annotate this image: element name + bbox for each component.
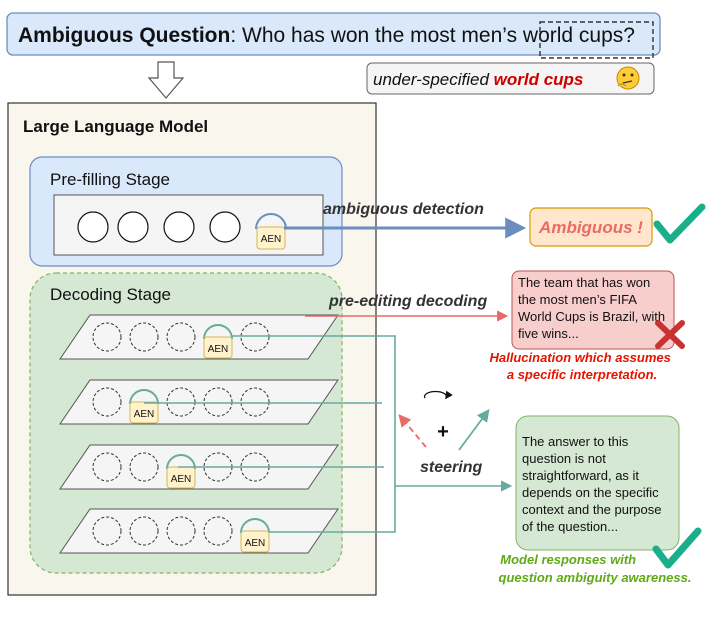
hallucination-text: The team that has won the most men’s FIF… — [518, 275, 669, 341]
aware-line: straightforward, as it — [522, 468, 639, 483]
ambiguous-detection-label: ambiguous detection — [323, 201, 484, 218]
decoding-token — [129, 452, 159, 482]
rotation-icon — [423, 390, 453, 400]
aen-label: AEN — [134, 409, 155, 420]
aen-arc — [129, 389, 159, 405]
cross-icon — [655, 320, 685, 349]
question-text: Ambiguous Question: Who has won the most… — [18, 24, 635, 47]
aware-line: depends on the specific — [522, 485, 659, 500]
down-arrow-icon — [147, 61, 185, 99]
aen-label: AEN — [245, 538, 266, 549]
aen-badge — [129, 401, 159, 424]
prefill-stage-label: Pre-filling Stage — [50, 170, 170, 189]
question-prefix: Ambiguous Question — [18, 24, 230, 47]
decoding-token — [92, 322, 122, 352]
thinking-face-icon — [616, 66, 640, 90]
aware-line: The answer to this — [522, 434, 629, 449]
decoding-stage-label: Decoding Stage — [50, 285, 171, 304]
ambiguous-box — [529, 207, 653, 247]
decoding-token — [166, 516, 196, 546]
highlight-frame — [539, 21, 654, 59]
decoding-token — [240, 322, 270, 352]
decoding-token — [129, 516, 159, 546]
hallucination-line: The team that has won — [518, 275, 650, 290]
prefill-token — [163, 211, 195, 243]
hallucination-caption-line: a specific interpretation. — [507, 367, 657, 382]
aen-badge — [203, 336, 233, 359]
dashed-red-vector — [398, 414, 427, 448]
aware-line: context and the purpose — [522, 502, 662, 517]
steering-label: steering — [420, 459, 482, 476]
aware-caption-line: Model responses with — [500, 552, 636, 567]
aware-caption: Model responses with question ambiguity … — [499, 552, 692, 585]
hallucination-line: World Cups is Brazil, with — [518, 309, 665, 324]
prefill-token — [77, 211, 109, 243]
aen-arc — [203, 324, 233, 340]
question-body: : Who has won the most men’s — [230, 24, 523, 47]
decoding-token — [92, 387, 122, 417]
check-icon — [653, 203, 706, 244]
aen-label: AEN — [261, 234, 282, 245]
decoding-rows: AEN AEN AEN AEN — [59, 314, 339, 554]
decoding-token — [92, 452, 122, 482]
prefill-token — [209, 211, 241, 243]
decoding-layer — [59, 379, 339, 425]
prefill-token — [117, 211, 149, 243]
decoding-token — [203, 516, 233, 546]
aware-caption-line: question ambiguity awareness. — [499, 570, 692, 585]
decoding-layer — [59, 508, 339, 554]
decoding-layer — [59, 314, 339, 360]
decoding-token — [166, 387, 196, 417]
teal-vector — [458, 408, 490, 451]
aen-badge — [256, 226, 286, 250]
aen-arc — [240, 518, 270, 534]
decoding-token — [92, 516, 122, 546]
hallucination-line: five wins... — [518, 326, 579, 341]
aen-label: AEN — [208, 344, 229, 355]
question-highlight: world cups — [522, 24, 623, 47]
question-end: ? — [623, 24, 635, 47]
decoding-token — [129, 322, 159, 352]
check-icon — [652, 527, 702, 569]
hallucination-caption-line: Hallucination which assumes — [490, 350, 671, 365]
hallucination-box — [511, 270, 675, 350]
underspecified-emphasis: world cups — [494, 70, 584, 89]
aware-line: of the question... — [522, 519, 618, 534]
decoding-token — [166, 322, 196, 352]
aware-response-text: The answer to this question is not strai… — [522, 434, 665, 534]
aware-response-box — [515, 415, 680, 551]
decoding-token — [203, 387, 233, 417]
aen-arc — [166, 454, 196, 470]
underspecified-box — [366, 62, 655, 95]
aen-label: AEN — [171, 474, 192, 485]
hallucination-caption: Hallucination which assumes a specific i… — [490, 350, 675, 382]
underspecified-text: under-specified world cups — [373, 70, 583, 89]
underspecified-prefix: under-specified — [373, 70, 494, 89]
aen-arc — [255, 213, 287, 230]
decoding-token — [240, 387, 270, 417]
plus-sign: + — [437, 421, 449, 443]
steering-line-row-4 — [270, 486, 396, 533]
aware-line: question is not — [522, 451, 606, 466]
question-box — [6, 12, 661, 56]
pre-editing-label: pre-editing decoding — [328, 293, 487, 310]
hallucination-line: the most men’s FIFA — [518, 292, 637, 307]
steering-line-row-1 — [231, 335, 396, 486]
llm-title: Large Language Model — [23, 117, 208, 136]
aen-badge — [240, 530, 270, 553]
ambiguous-label: Ambiguous ! — [538, 218, 643, 237]
